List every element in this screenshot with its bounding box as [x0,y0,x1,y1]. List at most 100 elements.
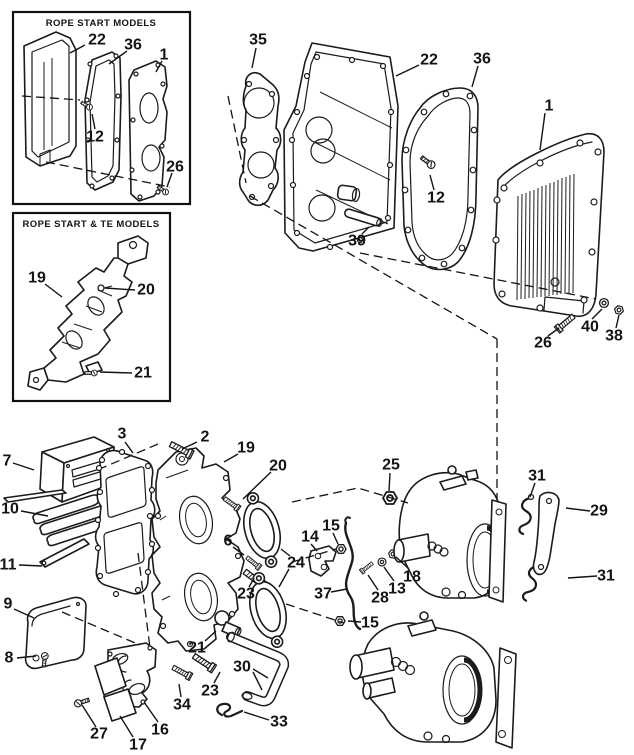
callout-10: 10 [1,501,49,518]
leader-line [12,462,35,471]
inset-title: ROPE START & TE MODELS [23,219,160,230]
part-cover-inset [23,31,77,167]
callout-16: 16 [143,701,169,739]
callout-label: 22 [420,52,438,69]
callout-label: 8 [5,650,14,667]
part-clip-33 [216,702,244,718]
inset-title: ROPE START MODELS [46,18,157,29]
leader-line [395,64,420,77]
dashed-guide-line [137,552,151,649]
callout-37: 37 [314,586,348,603]
leader-line [242,471,272,500]
leader-line [13,608,35,619]
leader-line [99,371,133,374]
leader-line [539,112,546,151]
callout-label: 15 [322,518,340,535]
callout-label: 14 [301,529,319,546]
callout-18: 18 [395,556,421,586]
callout-label: 40 [581,319,599,336]
leader-line [310,543,318,552]
part-dowel-pin-39 [344,208,383,228]
callout-label: 37 [314,586,332,603]
washer-13 [377,557,387,567]
callout-label: 28 [371,590,389,607]
leader-line [143,701,159,723]
callout-12: 12 [427,174,445,207]
dashed-guides [21,95,597,649]
callout-12: 12 [86,113,104,146]
callout-40: 40 [581,308,603,336]
leader-line [155,60,163,73]
part-transfer-port-cover-22 [283,42,399,252]
callout-label: 29 [590,503,608,520]
clip-31-upper [518,493,535,536]
callout-label: 20 [137,282,155,299]
leader-line [429,174,435,191]
dashed-guide-line [249,195,498,340]
leader-line [367,574,379,591]
callout-label: 21 [188,640,206,657]
callout-label: 35 [249,32,267,49]
callout-label: 7 [3,453,12,470]
callout-7: 7 [3,453,35,471]
part-gasket-inset [84,51,122,191]
leader-line [567,575,598,579]
part-manifold-gasket-3 [94,448,156,598]
nut-15-lower [334,616,346,626]
part-link-29 [532,491,560,576]
inset-border [11,10,192,206]
inset-border [11,211,172,403]
callout-label: 39 [348,233,366,250]
callout-label: 24 [287,555,305,572]
leader-line [223,453,239,463]
leader-line [181,441,198,450]
part-plate-gasket-9 [24,596,87,670]
callout-33: 33 [243,711,288,731]
leader-line [332,532,339,545]
leader-line [119,715,134,738]
bottom-assembly [3,436,560,749]
callout-27: 27 [81,704,108,743]
leader-line [20,510,49,517]
dashed-guide-line [291,548,337,563]
callout-label: 20 [269,458,287,475]
callout-label: 1 [160,47,169,64]
leader-line [252,668,269,679]
leader-line [124,441,134,454]
callout-15: 15 [322,518,340,545]
callout-1: 1 [155,47,169,73]
part-pad-17 [94,657,137,722]
part-intake-manifold-inset [27,235,149,391]
leader-line [18,564,43,567]
dashed-guide-line [61,611,141,646]
bolt-34 [170,663,194,682]
screw-26 [553,312,577,334]
callout-20: 20 [242,458,287,500]
callout-label: 17 [129,737,147,754]
callout-label: 26 [166,159,184,176]
part-cam-follower-14 [308,545,337,577]
callout-label: 21 [134,365,152,382]
callout-label: 10 [1,501,19,518]
leader-line [204,630,217,642]
part-carburetor-lower [349,611,517,749]
callout-label: 31 [597,568,615,585]
callout-38: 38 [605,314,623,345]
callout-23: 23 [201,671,221,700]
callout-36: 36 [108,37,142,65]
leader-line [347,620,362,623]
leader-line [280,548,291,557]
dashed-guide-line [359,252,597,300]
leader-line [91,113,96,130]
callout-34: 34 [173,683,191,714]
part-intake-manifold-19 [151,447,245,652]
callout-label: 31 [528,468,546,485]
leader-line [16,655,37,659]
callout-label: 36 [124,37,142,54]
callout-label: 19 [28,270,46,287]
callout-label: 12 [427,190,445,207]
callout-19: 19 [223,440,255,463]
callout-14: 14 [301,529,319,552]
